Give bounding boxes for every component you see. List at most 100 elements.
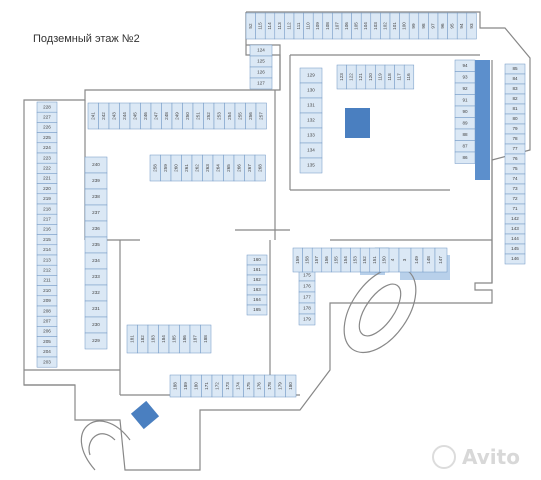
parking-space: 134 xyxy=(299,142,323,159)
parking-space-label: 251 xyxy=(195,112,200,120)
parking-space: 186 xyxy=(179,324,191,354)
parking-space: 238 xyxy=(84,188,108,206)
parking-space-label: 152 xyxy=(362,256,367,264)
parking-space-label: 173 xyxy=(225,382,230,390)
parking-space: 236 xyxy=(84,220,108,238)
parking-space: 145 xyxy=(504,243,526,255)
parking-space: 222 xyxy=(36,162,58,174)
parking-space-label: 205 xyxy=(43,339,51,344)
parking-space-box xyxy=(379,247,390,273)
parking-space: 256 xyxy=(245,102,257,130)
parking-space: 205 xyxy=(36,336,58,348)
parking-space-label: 217 xyxy=(43,217,51,222)
parking-space: 133 xyxy=(299,127,323,144)
parking-space: 188 xyxy=(200,324,212,354)
parking-space-label: 249 xyxy=(174,112,179,120)
parking-space-label: 254 xyxy=(227,112,232,120)
parking-space-label: 109 xyxy=(315,22,320,30)
parking-space: 177 xyxy=(298,291,316,304)
parking-space: 118 xyxy=(384,64,395,90)
parking-space-label: 94 xyxy=(462,63,468,68)
parking-space-label: 135 xyxy=(307,163,315,168)
parking-space-label: 255 xyxy=(237,112,242,120)
parking-space-label: 182 xyxy=(140,335,145,343)
parking-space-label: 243 xyxy=(111,112,116,120)
parking-space: 247 xyxy=(150,102,162,130)
parking-space: 204 xyxy=(36,346,58,358)
parking-space-box xyxy=(36,356,58,368)
parking-space: 108 xyxy=(322,12,333,40)
parking-space: 180 xyxy=(190,374,202,398)
parking-space-label: 93 xyxy=(469,23,474,29)
parking-space-label: 96 xyxy=(440,23,445,29)
parking-space: 253 xyxy=(213,102,225,130)
parking-space-label: 222 xyxy=(43,166,51,171)
parking-space: 85 xyxy=(504,63,526,75)
parking-space-label: 183 xyxy=(150,335,155,343)
parking-space-label: 226 xyxy=(43,125,51,130)
parking-space-label: 80 xyxy=(512,116,518,121)
parking-space: 93 xyxy=(454,71,476,84)
parking-space: 155 xyxy=(331,247,342,273)
parking-space: 161 xyxy=(246,264,268,276)
parking-space-label: 171 xyxy=(204,382,209,390)
parking-space-label: 244 xyxy=(122,112,127,120)
parking-space-label: 120 xyxy=(368,73,373,81)
parking-space: 87 xyxy=(454,140,476,153)
parking-space-label: 52 xyxy=(248,23,253,29)
parking-space-label: 248 xyxy=(164,112,169,120)
parking-space: 95 xyxy=(447,12,458,40)
parking-space: 83 xyxy=(504,83,526,95)
parking-space-label: 264 xyxy=(215,164,220,172)
parking-space-label: 227 xyxy=(43,115,51,120)
parking-space-label: 129 xyxy=(307,73,315,78)
parking-space-label: 181 xyxy=(129,335,134,343)
parking-space-label: 211 xyxy=(43,278,51,283)
parking-space: 179 xyxy=(298,313,316,326)
parking-space: 74 xyxy=(504,173,526,185)
parking-space: 175 xyxy=(243,374,255,398)
parking-space: 203 xyxy=(36,356,58,368)
parking-space-label: 134 xyxy=(307,148,315,153)
parking-space-box xyxy=(298,313,316,326)
parking-space: 150 xyxy=(379,247,390,273)
parking-space: 89 xyxy=(454,117,476,130)
parking-space: 178 xyxy=(298,302,316,315)
parking-space: 76 xyxy=(504,153,526,165)
parking-space-label: 208 xyxy=(43,308,51,313)
parking-space-label: 253 xyxy=(216,112,221,120)
parking-space: 219 xyxy=(36,193,58,205)
parking-space-label: 267 xyxy=(247,164,252,172)
parking-space-label: 242 xyxy=(101,112,106,120)
parking-space: 78 xyxy=(504,133,526,145)
parking-space: 146 xyxy=(504,253,526,265)
parking-space: 81 xyxy=(504,103,526,115)
parking-space: 88 xyxy=(454,128,476,141)
parking-space: 109 xyxy=(312,12,324,40)
parking-space: 216 xyxy=(36,224,58,235)
parking-space: 132 xyxy=(299,112,323,129)
parking-space-label: 76 xyxy=(512,156,518,161)
parking-space-label: 127 xyxy=(257,81,265,86)
parking-space: 113 xyxy=(274,12,285,40)
parking-space-label: 111 xyxy=(296,22,301,29)
parking-space: 260 xyxy=(170,154,182,182)
parking-space-box xyxy=(255,102,267,130)
parking-space-label: 124 xyxy=(257,48,265,53)
parking-space-box xyxy=(84,332,108,350)
parking-space: 162 xyxy=(246,274,268,286)
parking-space-label: 121 xyxy=(358,73,363,81)
parking-space-label: 160 xyxy=(253,257,261,262)
parking-space: 101 xyxy=(389,12,400,40)
parking-space: 84 xyxy=(504,73,526,85)
parking-space: 94 xyxy=(454,59,476,72)
parking-space-label: 105 xyxy=(354,22,359,30)
parking-space-label: 203 xyxy=(43,359,51,364)
parking-space: 234 xyxy=(84,252,108,270)
parking-space: 125 xyxy=(249,55,273,68)
parking-space: 185 xyxy=(168,324,180,354)
parking-space: 119 xyxy=(375,64,386,90)
parking-space-label: 75 xyxy=(512,166,518,171)
parking-space-label: 241 xyxy=(90,112,95,120)
